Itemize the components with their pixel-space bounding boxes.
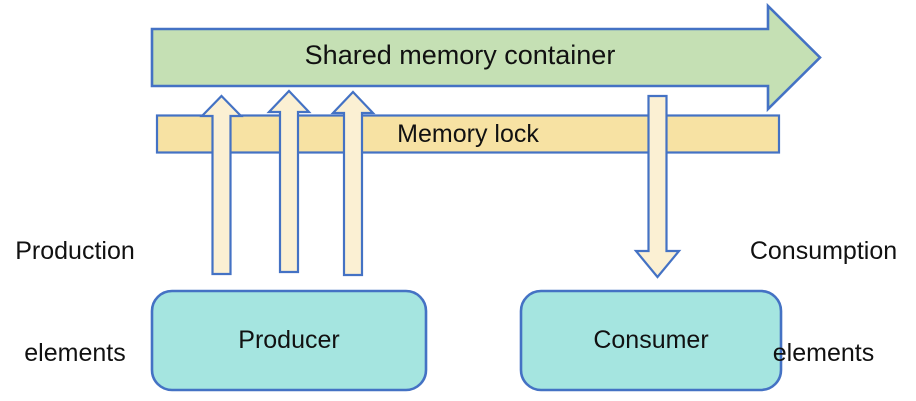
- consumer-down-arrow: [633, 94, 682, 279]
- shared-memory-container-arrow: [150, 2, 822, 113]
- consumer-box[interactable]: [519, 289, 783, 392]
- producer-up-arrow-2: [266, 89, 312, 274]
- memory-lock-bar: [155, 114, 781, 154]
- producer-box[interactable]: [150, 289, 428, 392]
- producer-up-arrow-3: [330, 90, 376, 277]
- producer-up-arrow-1: [199, 94, 244, 276]
